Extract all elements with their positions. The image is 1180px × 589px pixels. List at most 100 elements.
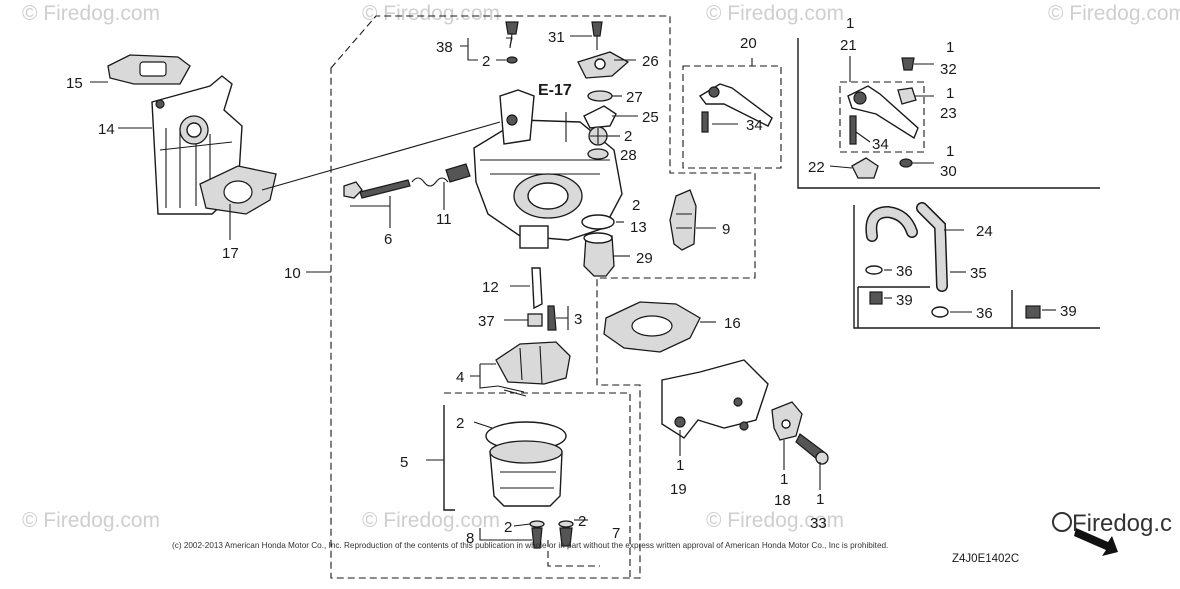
spring-22-part <box>851 157 879 179</box>
callout-33: 33 <box>810 515 827 532</box>
callout-21-qty: 1 <box>846 15 854 32</box>
watermark-bottom-2: © Firedog.com <box>362 509 500 532</box>
callout-11: 11 <box>436 211 452 228</box>
reference-e17: E-17 <box>538 82 572 99</box>
callout-10: 10 <box>284 265 301 282</box>
callout-21: 21 <box>840 37 857 54</box>
callout-24: 24 <box>976 223 993 240</box>
callout-30: 30 <box>940 163 957 180</box>
copyright-notice: (c) 2002-2013 American Honda Motor Co., … <box>172 541 888 550</box>
needle-jet-part <box>531 267 543 310</box>
callout-38: 38 <box>436 39 453 56</box>
callout-32-qty: 1 <box>946 39 954 56</box>
pin-34b-part <box>849 115 857 145</box>
pin-34a-part <box>701 111 709 133</box>
float-part <box>495 341 571 385</box>
watermark-bottom-3: © Firedog.com <box>706 509 844 532</box>
watermarks: © Firedog.com © Firedog.com © Firedog.co… <box>22 2 1180 532</box>
callout-25: 25 <box>642 109 659 126</box>
callout-29: 29 <box>636 250 653 267</box>
callout-31: 31 <box>548 29 565 46</box>
washer-part <box>506 56 518 64</box>
callout-36b: 36 <box>976 305 993 322</box>
clip-6-part <box>343 181 363 199</box>
watermark-top-2: © Firedog.com <box>362 2 500 25</box>
carburetor-assembly-boundary <box>330 15 756 579</box>
callout-32: 32 <box>940 61 957 78</box>
watermark-top-3: © Firedog.com <box>706 2 844 25</box>
carburetor-body-part <box>473 89 623 249</box>
callout-19: 19 <box>670 481 687 498</box>
arrow-icon <box>1074 528 1118 556</box>
callout-17: 17 <box>222 245 239 262</box>
callout-3: 3 <box>574 311 582 328</box>
callout-8: 8 <box>466 530 474 547</box>
leader-lines <box>90 35 1056 541</box>
callout-39a: 39 <box>896 292 913 309</box>
callout-14: 14 <box>98 121 115 138</box>
logo-text: Firedog.c <box>1072 510 1172 537</box>
drain-group-boundary <box>547 540 600 567</box>
callout-27: 27 <box>626 89 643 106</box>
callout-34b: 34 <box>872 136 889 153</box>
callout-2d: 2 <box>456 415 464 432</box>
callout-30-qty: 1 <box>946 143 954 160</box>
main-jet-cup-part <box>583 235 615 277</box>
gasket-13-part <box>581 214 615 230</box>
callout-2c: 2 <box>632 197 640 214</box>
drain-screw-7-part <box>559 527 573 547</box>
callout-19-qty: 1 <box>676 457 684 474</box>
callout-6: 6 <box>384 231 392 248</box>
nut-23-part <box>897 87 917 105</box>
piston-valve-part <box>583 105 617 129</box>
callout-36a: 36 <box>896 263 913 280</box>
group-box-5 <box>443 405 455 511</box>
callout-18-qty: 1 <box>780 471 788 488</box>
callout-2e: 2 <box>504 519 512 536</box>
watermark-top-1: © Firedog.com <box>22 2 160 25</box>
drain-screw-8-part <box>531 527 543 549</box>
callout-26: 26 <box>642 53 659 70</box>
jet-holder-9-part <box>669 189 697 251</box>
callout-35: 35 <box>970 265 987 282</box>
callout-13: 13 <box>630 219 647 236</box>
needle-3-part <box>547 305 557 331</box>
air-screw-part <box>505 21 519 35</box>
callout-2f: 2 <box>578 513 586 530</box>
callout-2a: 2 <box>482 53 490 70</box>
bracket-lower-right <box>853 205 1100 329</box>
callout-33-qty: 1 <box>816 491 824 508</box>
callout-39b: 39 <box>1060 303 1077 320</box>
callout-7: 7 <box>612 525 620 542</box>
main-jet-part <box>527 313 543 327</box>
callout-28: 28 <box>620 147 637 164</box>
callout-16: 16 <box>724 315 741 332</box>
callout-18: 18 <box>774 492 791 509</box>
callout-5: 5 <box>400 454 408 471</box>
callout-12: 12 <box>482 279 499 296</box>
callout-37: 37 <box>478 313 495 330</box>
o-ring-part <box>587 148 609 160</box>
callout-20: 20 <box>740 35 757 52</box>
callout-22: 22 <box>808 159 825 176</box>
firedog-logo: Firedog.c <box>1052 510 1172 556</box>
cover-screw-part <box>591 21 603 37</box>
clip-39b-part <box>1025 305 1041 319</box>
callout-2b: 2 <box>624 128 632 145</box>
callout-23: 23 <box>940 105 957 122</box>
tube-clip-36a-part <box>865 265 883 275</box>
watermark-bottom-1: © Firedog.com <box>22 509 160 532</box>
clip-39a-part <box>869 291 883 305</box>
float-bowl-boundary <box>444 392 631 578</box>
watermark-top-4: © Firedog.com <box>1048 2 1180 25</box>
callout-4: 4 <box>456 369 464 386</box>
screw-32-part <box>901 57 915 71</box>
callout-9: 9 <box>722 221 730 238</box>
callout-34a: 34 <box>746 117 763 134</box>
copyright-icon <box>1052 512 1072 532</box>
tube-clip-36b-part <box>931 306 949 318</box>
washer-30-part <box>899 158 913 168</box>
bracket-upper-right <box>797 38 1100 189</box>
callout-23-qty: 1 <box>946 85 954 102</box>
